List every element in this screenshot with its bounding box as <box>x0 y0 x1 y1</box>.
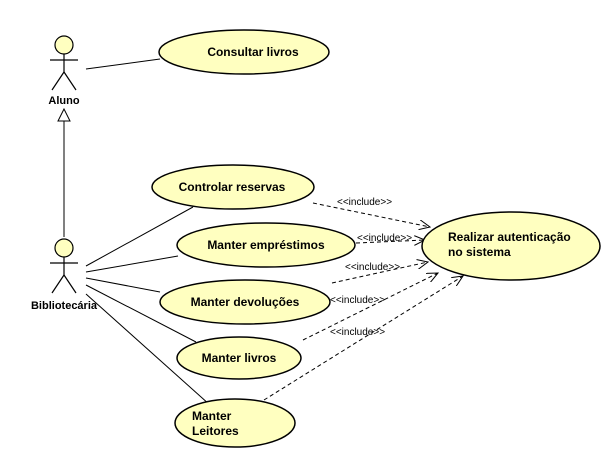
actor-bibliotecaria[interactable]: Bibliotecária <box>31 238 98 312</box>
use-case-manter-leitores[interactable]: Manter Leitores <box>174 398 296 448</box>
use-case-controlar-reservas[interactable]: Controlar reservas <box>151 164 315 210</box>
actor-aluno[interactable]: Aluno <box>48 35 80 107</box>
use-case-manter-devolucoes[interactable]: Manter devoluções <box>159 279 331 325</box>
use-case-label: Manter devoluções <box>191 295 300 309</box>
use-case-label: Consultar livros <box>207 45 299 59</box>
use-case-realizar-autenticacao[interactable]: Realizar autenticação no sistema <box>421 211 601 281</box>
include-manter-devolucoes[interactable] <box>331 262 428 284</box>
stick-figure-icon <box>50 35 78 91</box>
associations <box>85 58 211 406</box>
include-dependencies <box>263 202 463 401</box>
include-controlar-reservas[interactable] <box>312 202 430 227</box>
actor-label-aluno: Aluno <box>48 95 79 107</box>
include-labels: <<include>> <<include>> <<include>> <<in… <box>330 197 412 338</box>
generalization-bibliotecaria-aluno[interactable] <box>57 107 71 237</box>
use-case-label-line-1: Manter <box>192 409 232 423</box>
use-case-manter-emprestimos[interactable]: Manter empréstimos <box>176 222 356 268</box>
include-manter-emprestimos[interactable] <box>355 240 425 243</box>
use-case-label-line-1: Realizar autenticação <box>448 230 571 244</box>
use-case-manter-livros[interactable]: Manter livros <box>176 336 302 380</box>
use-case-label-line-2: no sistema <box>448 245 511 259</box>
include-label: <<include>> <box>345 262 400 273</box>
use-case-label: Manter livros <box>202 351 277 365</box>
association-bibliotecaria-manter-emprestimos[interactable] <box>85 255 179 273</box>
association-bibliotecaria-manter-devolucoes[interactable] <box>85 277 161 293</box>
include-label: <<include>> <box>337 197 392 208</box>
association-aluno-consultar-livros[interactable] <box>85 58 161 70</box>
include-label: <<include>> <box>357 233 412 244</box>
association-bibliotecaria-manter-leitores[interactable] <box>85 293 211 406</box>
use-case-label: Manter empréstimos <box>207 238 325 252</box>
association-bibliotecaria-manter-livros[interactable] <box>85 284 197 343</box>
use-case-consultar-livros[interactable]: Consultar livros <box>158 29 330 75</box>
use-case-label-line-2: Leitores <box>192 424 239 438</box>
include-label: <<include>> <box>330 327 385 338</box>
use-case-label: Controlar reservas <box>179 180 286 194</box>
actor-label-bibliotecaria: Bibliotecária <box>31 300 98 312</box>
include-label: <<include>> <box>330 295 385 306</box>
stick-figure-icon <box>50 238 78 294</box>
association-bibliotecaria-controlar-reservas[interactable] <box>85 206 194 267</box>
hollow-triangle-icon <box>57 107 71 122</box>
